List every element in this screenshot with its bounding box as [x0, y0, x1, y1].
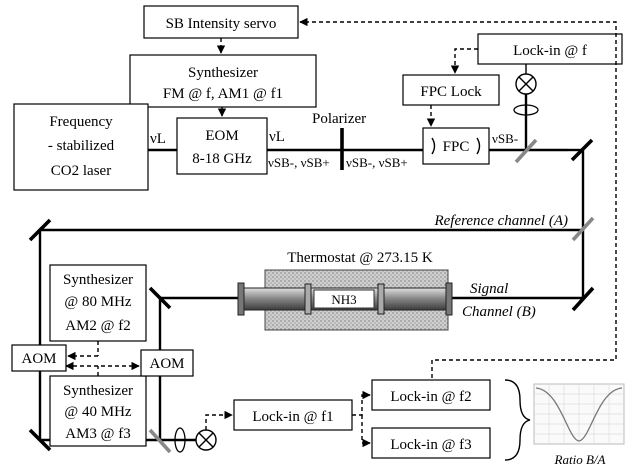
- diagram-text: @ 40 MHz: [64, 404, 131, 420]
- thermostat-label: Thermostat @ 273.15 K: [287, 250, 433, 266]
- mirror-icon: [28, 218, 52, 242]
- nu-l-left: νL: [150, 131, 166, 147]
- lockin-f3-box: Lock-in @ f3: [371, 427, 491, 459]
- polarizer-label: Polarizer: [312, 111, 366, 127]
- nu-sb-pair-2: νSB-, νSB+: [346, 155, 408, 170]
- diagram-text: Frequency: [49, 114, 113, 130]
- diagram-text: @ 80 MHz: [64, 294, 131, 310]
- diagram-text: 8-18 GHz: [192, 151, 252, 167]
- mirror-icon: [570, 138, 594, 162]
- lockin-f-box: Lock-in @ f: [477, 33, 623, 65]
- ratio-plot-icon: [533, 383, 625, 445]
- fpc-box: FPC: [422, 127, 490, 165]
- reference-channel-label: Reference channel (A): [433, 213, 568, 229]
- nu-sb-pair-1: νSB-, νSB+: [268, 155, 330, 170]
- eom-box: EOM 8-18 GHz: [176, 117, 268, 175]
- co2-laser-box: Frequency - stabilized CO2 laser: [13, 103, 149, 191]
- lens-icon: [174, 427, 186, 453]
- lens-icon: [513, 104, 539, 116]
- diagram-text: CO2 laser: [51, 163, 111, 179]
- diagram-text: AOM: [149, 356, 184, 372]
- signal-connections: [65, 17, 617, 461]
- beamsplitter-icon: [514, 138, 538, 164]
- aom-left-box: AOM: [11, 344, 67, 372]
- signal-label: Signal: [470, 281, 508, 297]
- diagram-text: AOM: [21, 351, 56, 367]
- nu-sb-minus: νSB-: [492, 131, 518, 146]
- mirror-icon: [28, 428, 52, 452]
- nh3-cell: [313, 289, 375, 309]
- nh3-label: NH3: [331, 292, 356, 307]
- fpc-lock-box: FPC Lock: [402, 74, 500, 106]
- diagram-text: Synthesizer: [63, 272, 133, 288]
- beam-paths: [38, 94, 585, 442]
- diagram-text: EOM: [205, 128, 238, 144]
- diagram-text: Lock-in @ f: [513, 43, 587, 59]
- nu-l-right: νL: [269, 129, 285, 145]
- diagram-text: AM2 @ f2: [65, 318, 130, 334]
- diagram-text: FPC Lock: [420, 84, 482, 100]
- lockin-f1-box: Lock-in @ f1: [233, 399, 353, 431]
- diagram-text: SB Intensity servo: [166, 16, 277, 32]
- channel-b-label: Channel (B): [462, 304, 536, 320]
- thermostat: Thermostat @ 273.15 K NH3: [237, 250, 453, 331]
- diagram-text: - stabilized: [48, 138, 115, 154]
- ratio-label: Ratio B/A: [554, 452, 606, 467]
- optics: [28, 128, 595, 454]
- diagram-text: Lock-in @ f3: [390, 437, 471, 453]
- beamsplitter-icon: [148, 428, 172, 454]
- beamsplitter-icon: [571, 216, 595, 242]
- mirror-icon: [571, 286, 595, 312]
- aom-right-box: AOM: [140, 349, 194, 377]
- mirror-icon: [148, 286, 172, 310]
- diagram-text: Synthesizer: [63, 383, 133, 399]
- sb-intensity-servo-box: SB Intensity servo: [143, 5, 299, 39]
- detector-icon: [515, 73, 537, 95]
- diagram-text: Lock-in @ f1: [252, 409, 333, 425]
- detector-icon: [195, 429, 217, 451]
- diagram-text: AM3 @ f3: [65, 426, 130, 442]
- diagram-text: Synthesizer: [188, 65, 258, 81]
- synthesizer-80mhz-box: Synthesizer @ 80 MHz AM2 @ f2: [49, 264, 147, 342]
- lockin-f2-box: Lock-in @ f2: [371, 379, 491, 411]
- synthesizer-fm-box: Synthesizer FM @ f, AM1 @ f1: [129, 54, 317, 108]
- diagram-text: FM @ f, AM1 @ f1: [163, 86, 283, 102]
- synthesizer-40mhz-box: Synthesizer @ 40 MHz AM3 @ f3: [49, 375, 147, 447]
- diagram-text: Lock-in @ f2: [390, 389, 471, 405]
- diagram-text: FPC: [443, 139, 470, 155]
